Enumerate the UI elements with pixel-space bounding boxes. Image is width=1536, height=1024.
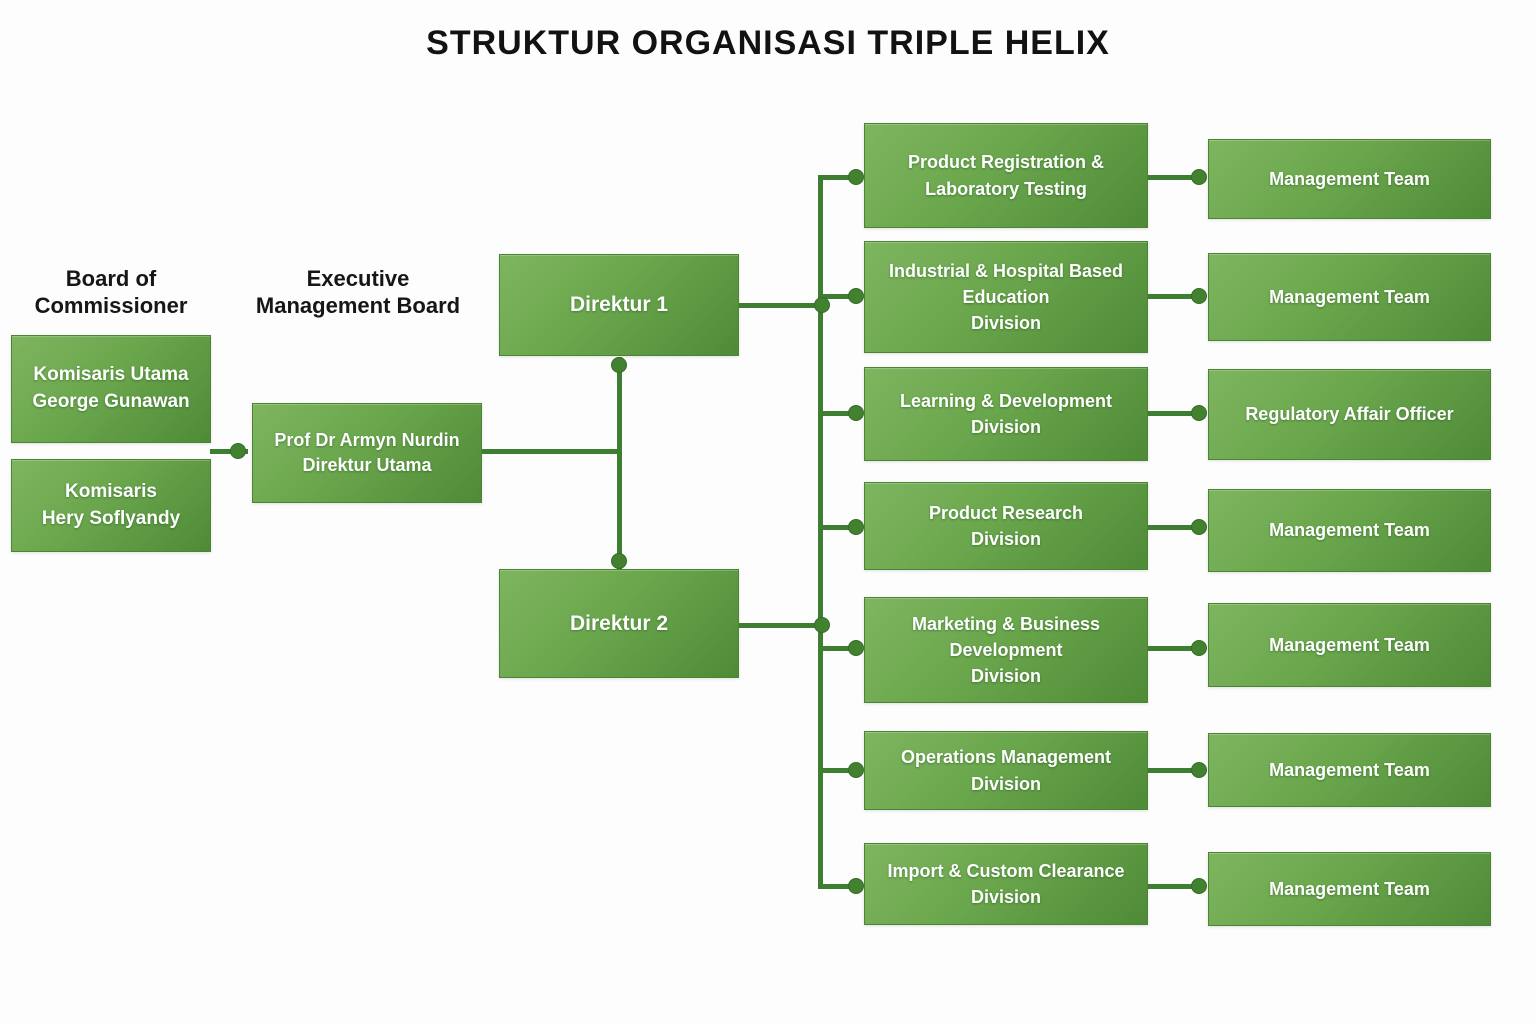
division-label: Marketing & Business Development Divisio… [911, 613, 1101, 687]
junction-dot [848, 405, 864, 421]
connector-commissioner-to-direktur-utama [210, 449, 248, 454]
box-komisaris: Komisaris Hery Soflyandy [11, 459, 211, 552]
junction-dot [848, 878, 864, 894]
branch-division-1 [818, 175, 860, 180]
team-label: Regulatory Affair Officer [1245, 404, 1454, 425]
junction-dot [611, 553, 627, 569]
box-komisaris-utama: Komisaris Utama George Gunawan [11, 335, 211, 443]
division-label: Industrial & Hospital Based Education Di… [888, 260, 1124, 334]
junction-dot [1191, 640, 1207, 656]
junction-dot [1191, 405, 1207, 421]
junction-dot [1191, 762, 1207, 778]
direktur-utama-label: Prof Dr Armyn Nurdin Direktur Utama [274, 429, 460, 475]
box-team-2: Management Team [1208, 253, 1491, 341]
heading-executive-management-board: Executive Management Board [255, 266, 461, 318]
division-label: Learning & Development Division [899, 390, 1113, 437]
box-team-4: Management Team [1208, 489, 1491, 572]
direktur-1-label: Direktur 1 [569, 293, 669, 317]
branch-division-3 [818, 411, 860, 416]
branch-division-2 [818, 294, 860, 299]
komisaris-label: Komisaris Hery Soflyandy [41, 480, 181, 529]
junction-dot [848, 762, 864, 778]
team-label: Management Team [1269, 286, 1430, 307]
junction-dot [230, 443, 246, 459]
team-label: Management Team [1269, 168, 1430, 189]
branch-division-5 [818, 646, 860, 651]
junction-dot [848, 519, 864, 535]
division-label: Product Research Division [928, 502, 1084, 549]
division-label: Import & Custom Clearance Division [887, 860, 1125, 907]
connector-division5-to-team [1148, 646, 1205, 651]
box-division-import-custom-clearance: Import & Custom Clearance Division [864, 843, 1148, 925]
connector-direktur2-to-trunk [739, 623, 825, 628]
connector-division4-to-team [1148, 525, 1205, 530]
connector-direktur-utama-to-directors [482, 449, 622, 454]
junction-dot [848, 169, 864, 185]
box-direktur-1: Direktur 1 [499, 254, 739, 356]
box-direktur-utama: Prof Dr Armyn Nurdin Direktur Utama [252, 403, 482, 503]
box-division-operations-management: Operations Management Division [864, 731, 1148, 810]
connector-direktur1-to-trunk [739, 303, 825, 308]
box-team-6: Management Team [1208, 733, 1491, 807]
box-team-7: Management Team [1208, 852, 1491, 926]
connector-division7-to-team [1148, 884, 1205, 889]
junction-dot [814, 617, 830, 633]
team-label: Management Team [1269, 520, 1430, 541]
heading-board-of-commissioner: Board of Commissioner [34, 266, 188, 318]
box-division-industrial-hospital-education: Industrial & Hospital Based Education Di… [864, 241, 1148, 353]
box-division-marketing-business-development: Marketing & Business Development Divisio… [864, 597, 1148, 703]
box-team-regulatory-affair-officer: Regulatory Affair Officer [1208, 369, 1491, 460]
team-label: Management Team [1269, 759, 1430, 780]
team-label: Management Team [1269, 634, 1430, 655]
junction-dot [611, 357, 627, 373]
branch-division-7 [818, 884, 860, 889]
box-division-learning-development: Learning & Development Division [864, 367, 1148, 461]
box-team-1: Management Team [1208, 139, 1491, 219]
direktur-2-label: Direktur 2 [569, 611, 669, 635]
junction-dot [1191, 519, 1207, 535]
box-team-5: Management Team [1208, 603, 1491, 687]
box-direktur-2: Direktur 2 [499, 569, 739, 678]
junction-dot [1191, 288, 1207, 304]
connector-division3-to-team [1148, 411, 1205, 416]
division-label: Product Registration & Laboratory Testin… [907, 152, 1104, 199]
division-label: Operations Management Division [900, 747, 1112, 794]
box-division-product-registration: Product Registration & Laboratory Testin… [864, 123, 1148, 228]
branch-division-6 [818, 768, 860, 773]
junction-dot [1191, 169, 1207, 185]
komisaris-utama-label: Komisaris Utama George Gunawan [32, 364, 190, 412]
junction-dot [814, 297, 830, 313]
box-division-product-research: Product Research Division [864, 482, 1148, 570]
junction-dot [848, 288, 864, 304]
connector-direktur1-direktur2 [617, 357, 622, 569]
page-title: STRUKTUR ORGANISASI TRIPLE HELIX [426, 24, 1110, 62]
connector-division6-to-team [1148, 768, 1205, 773]
junction-dot [1191, 878, 1207, 894]
junction-dot [848, 640, 864, 656]
team-label: Management Team [1269, 878, 1430, 899]
branch-division-4 [818, 525, 860, 530]
connector-division2-to-team [1148, 294, 1205, 299]
connector-trunk [818, 175, 823, 889]
connector-division1-to-team [1148, 175, 1205, 180]
